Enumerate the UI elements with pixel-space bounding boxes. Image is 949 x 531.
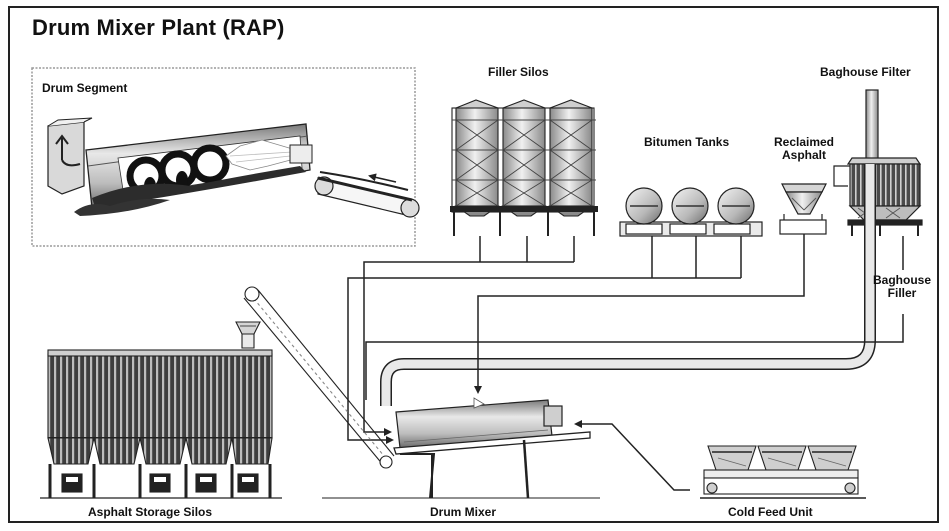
baghouse-filter [833, 89, 923, 236]
flow-lines [347, 234, 904, 491]
baghouse-filter-label: Baghouse Filter [820, 65, 911, 79]
drum-mixer-label: Drum Mixer [430, 505, 497, 519]
cold-feed-unit-label: Cold Feed Unit [728, 505, 813, 519]
asphalt-storage-silos-label: Asphalt Storage Silos [88, 505, 213, 519]
reclaimed-asphalt-label: Reclaimed Asphalt [764, 136, 844, 161]
burner-flame [225, 139, 299, 171]
drum-mixer [322, 397, 600, 499]
bitumen-tanks-label: Bitumen Tanks [644, 135, 730, 149]
bitumen-tanks [619, 187, 763, 237]
baghouse-filler-label: Baghouse Filler [870, 274, 934, 299]
drum-segment-inset [31, 67, 420, 247]
baghouse-filler-label-line1: Baghouse [872, 273, 931, 287]
reclaimed-asphalt-label-line1: Reclaimed [773, 135, 835, 149]
reclaimed-asphalt-label-line2: Asphalt [781, 147, 826, 162]
exhaust-duct [380, 164, 876, 406]
drum-segment-label: Drum Segment [42, 81, 128, 95]
filler-silos-label: Filler Silos [488, 65, 549, 79]
feed-conveyor [314, 171, 420, 218]
diagram-frame [8, 6, 939, 523]
page-title: Drum Mixer Plant (RAP) [32, 15, 285, 40]
filler-silos [450, 99, 598, 236]
asphalt-storage-silos [40, 321, 282, 499]
cold-feed-unit [700, 445, 866, 499]
conveyor-direction-arrow [368, 173, 397, 183]
baghouse-filler-label-line2: Filler [887, 285, 917, 300]
reclaimed-asphalt-hopper [779, 183, 827, 235]
inclined-elevator [243, 286, 395, 469]
